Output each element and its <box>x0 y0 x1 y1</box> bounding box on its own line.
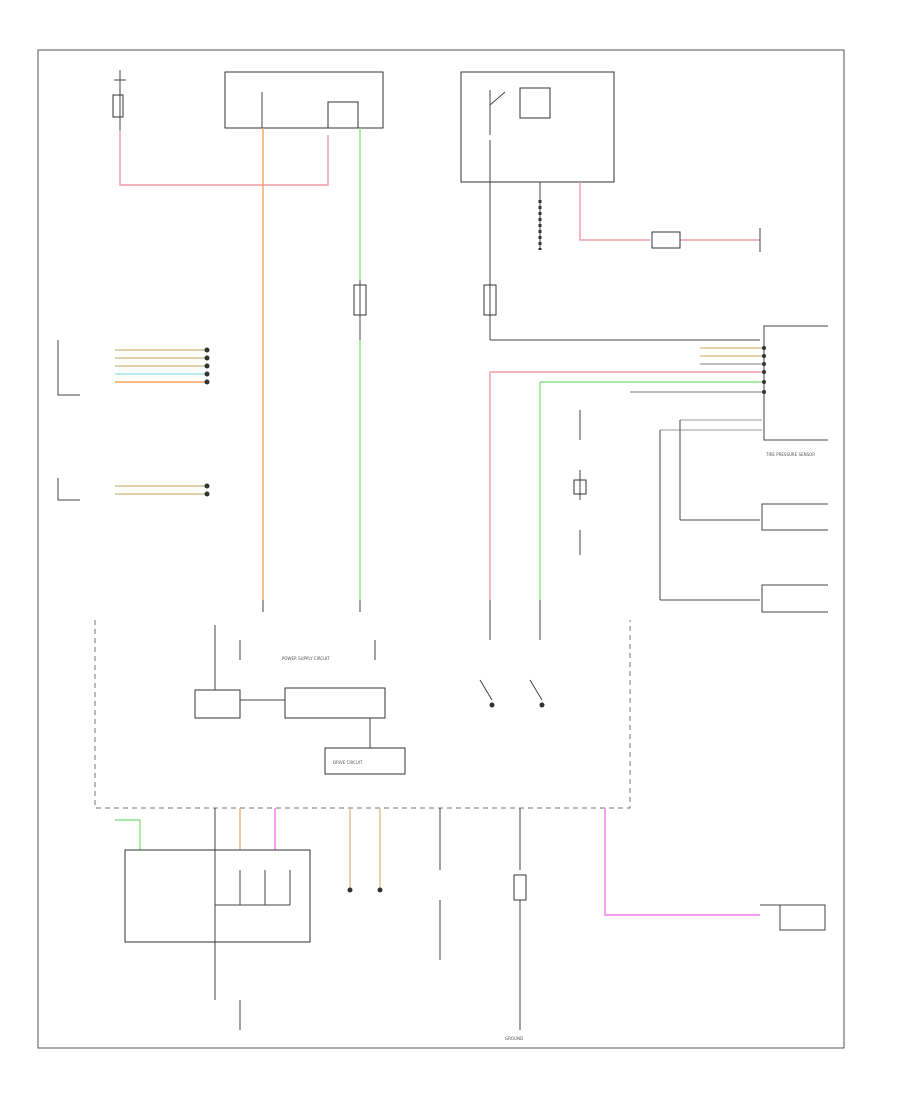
pink-wire-connector <box>651 231 681 249</box>
right-relay-wires <box>483 182 760 341</box>
tire-sensor-label: TIRE PRESSURE SENSOR <box>765 452 815 457</box>
bottom-right-connector <box>760 904 826 931</box>
diagram-frame <box>37 49 845 1049</box>
left-connector-1 <box>57 340 210 396</box>
top-center-relay-box <box>224 71 384 129</box>
ecu-dashed-box: POWER SUPPLY CIRCUIT DRIVE CIRCUIT <box>94 600 631 809</box>
green-wire-fuse <box>353 280 367 340</box>
drive-circuit-label: DRIVE CIRCUIT <box>333 760 363 765</box>
bottom-ecu-connectors <box>115 808 311 1030</box>
left-connector-2 <box>57 478 210 501</box>
power-supply-label: POWER SUPPLY CIRCUIT <box>282 656 330 661</box>
magenta-wire <box>604 808 760 916</box>
pink-wire-right-top <box>579 182 760 241</box>
center-bottom-tan-wires <box>347 808 383 893</box>
bottom-right-branches: GROUND <box>439 808 527 1041</box>
pink-wire-top <box>119 130 329 186</box>
middle-switches <box>573 410 587 555</box>
top-left-fuse <box>112 70 126 130</box>
right-connector-block: TIRE PRESSURE SENSOR <box>490 325 828 457</box>
ground-bottom-label: GROUND <box>505 1036 523 1041</box>
top-right-relay-box <box>460 71 615 183</box>
lower-switches <box>479 600 545 708</box>
right-lower-sensors <box>659 420 828 613</box>
